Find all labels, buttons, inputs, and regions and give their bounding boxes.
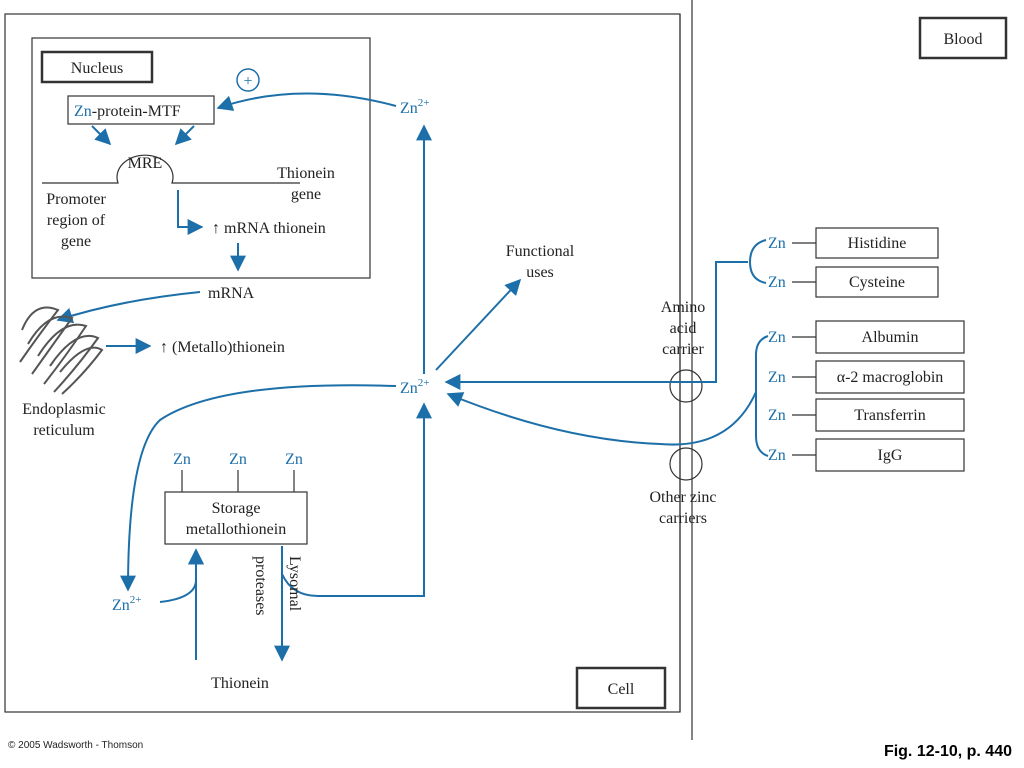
amino-carrier-name: Cysteine <box>849 274 905 291</box>
er-line-2: reticulum <box>33 422 95 439</box>
amino-carrier-item: Zn Histidine <box>768 227 939 259</box>
arrow-zn2-center-to-lower <box>120 384 397 592</box>
zn2-top-base: Zn <box>400 100 418 117</box>
functional-uses-line-2: uses <box>526 264 554 281</box>
mrna-label: mRNA <box>208 285 255 302</box>
other-carrier-name: IgG <box>878 447 903 464</box>
arrow-mtf-to-mre-right <box>174 125 195 146</box>
promoter-line-2: region of <box>47 212 106 229</box>
amino-carrier-name: Histidine <box>848 235 907 252</box>
zn2-center-label: Zn2+ <box>400 377 430 397</box>
lysosomal-line-2: proteases <box>252 556 269 616</box>
zn2-top-label: Zn2+ <box>400 97 430 117</box>
zn2-lower-label: Zn2+ <box>112 594 142 614</box>
other-carrier-name: Transferrin <box>854 407 925 424</box>
storage-zn-3: Zn <box>285 451 303 468</box>
arrow-mrna-to-er <box>56 291 201 324</box>
amino-carrier-zn: Zn <box>768 274 786 291</box>
endoplasmic-reticulum-icon <box>19 306 104 395</box>
other-carrier-name: α-2 macroglobin <box>837 369 944 386</box>
storage-metallothionein-box <box>164 491 308 545</box>
amino-carrier-box <box>815 227 939 259</box>
zn-protein-rest: -protein-MTF <box>92 103 181 120</box>
mre-label: MRE <box>128 155 163 172</box>
figure-caption: Fig. 12-10, p. 440 <box>884 743 1012 760</box>
zn2-center-base: Zn <box>400 380 418 397</box>
functional-uses-line-1: Functional <box>506 243 575 260</box>
blood-label-box <box>918 16 1008 60</box>
zn2-lower-base: Zn <box>112 597 130 614</box>
other-carrier-box <box>815 320 965 354</box>
arrow-amino-carriers-to-zn2 <box>444 261 748 390</box>
amino-carrier-list: Zn Histidine Zn Cysteine <box>768 227 939 298</box>
lysosomal-line-1: Lysomal <box>286 556 303 612</box>
amino-carrier-line-2: acid <box>670 320 697 337</box>
blood-label: Blood <box>943 31 982 48</box>
zn-protein-mtf-box <box>67 95 215 125</box>
other-carrier-item: Zn Transferrin <box>768 398 965 432</box>
other-carriers-line-2: carriers <box>659 510 707 527</box>
amino-carrier-line-1: Amino <box>661 299 705 316</box>
other-carrier-zn: Zn <box>768 329 786 346</box>
storage-zn-1: Zn <box>173 451 191 468</box>
copyright-text: © 2005 Wadsworth - Thomson <box>8 740 143 751</box>
amino-brace <box>748 239 767 284</box>
amino-carrier-box <box>815 266 939 298</box>
other-carriers-line-1: Other zinc <box>649 489 716 506</box>
thionein-gene-line-1: Thionein <box>277 165 335 182</box>
zn-protein-zn: Zn <box>74 103 92 120</box>
storage-line-2: metallothionein <box>186 521 286 538</box>
other-carrier-box <box>815 360 965 394</box>
other-carrier-item: Zn α-2 macroglobin <box>768 360 965 394</box>
cell-label: Cell <box>608 681 635 698</box>
promoter-line-1: Promoter <box>46 191 106 208</box>
arrow-other-carriers-to-zn2 <box>446 391 757 446</box>
arrow-mtf-to-mre-left <box>91 125 112 146</box>
amino-carrier-zn: Zn <box>768 235 786 252</box>
other-carrier-channel <box>669 447 703 481</box>
amino-carrier-line-3: carrier <box>662 341 704 358</box>
nucleus-label-box <box>40 50 154 84</box>
other-carrier-zn: Zn <box>768 407 786 424</box>
other-carrier-box <box>815 438 965 472</box>
amino-carrier-channel <box>669 369 703 403</box>
zn2-center-sup: 2+ <box>418 377 430 389</box>
mrna-thionein-label: ↑ mRNA thionein <box>212 220 326 237</box>
other-carrier-item: Zn Albumin <box>768 320 965 354</box>
arrow-zn2-to-storage <box>159 548 204 603</box>
arrow-to-functional-uses <box>435 278 522 371</box>
mre-bump <box>42 154 300 184</box>
arrow-zn2-to-mtf <box>216 92 397 111</box>
storage-zn-2: Zn <box>229 451 247 468</box>
thionein-gene-line-2: gene <box>291 186 321 203</box>
nucleus-label: Nucleus <box>71 60 123 77</box>
amino-carrier-item: Zn Cysteine <box>768 266 939 298</box>
other-brace <box>755 335 769 457</box>
promoter-line-3: gene <box>61 233 91 250</box>
zn2-top-sup: 2+ <box>418 97 430 109</box>
other-carrier-zn: Zn <box>768 447 786 464</box>
zn-protein-mtf-label: Zn-protein-MTF <box>74 103 181 120</box>
er-line-1: Endoplasmic <box>22 401 106 418</box>
arrow-to-mrna-thionein <box>177 190 204 235</box>
other-carrier-zn: Zn <box>768 369 786 386</box>
other-carrier-name: Albumin <box>862 329 919 346</box>
activation-plus-circle <box>236 68 260 92</box>
other-carrier-list: Zn Albumin Zn α-2 macroglobin Zn Transfe… <box>768 320 965 472</box>
storage-line-1: Storage <box>212 500 261 517</box>
other-carrier-box <box>815 398 965 432</box>
activation-plus: + <box>243 73 252 90</box>
metallothionein-label: ↑ (Metallo)thionein <box>160 339 285 356</box>
zn2-lower-sup: 2+ <box>130 594 142 606</box>
thionein-label: Thionein <box>211 675 269 692</box>
cell-label-box <box>575 666 667 710</box>
arrow-lysosomal-to-zn2 <box>281 402 432 597</box>
other-carrier-item: Zn IgG <box>768 438 965 472</box>
